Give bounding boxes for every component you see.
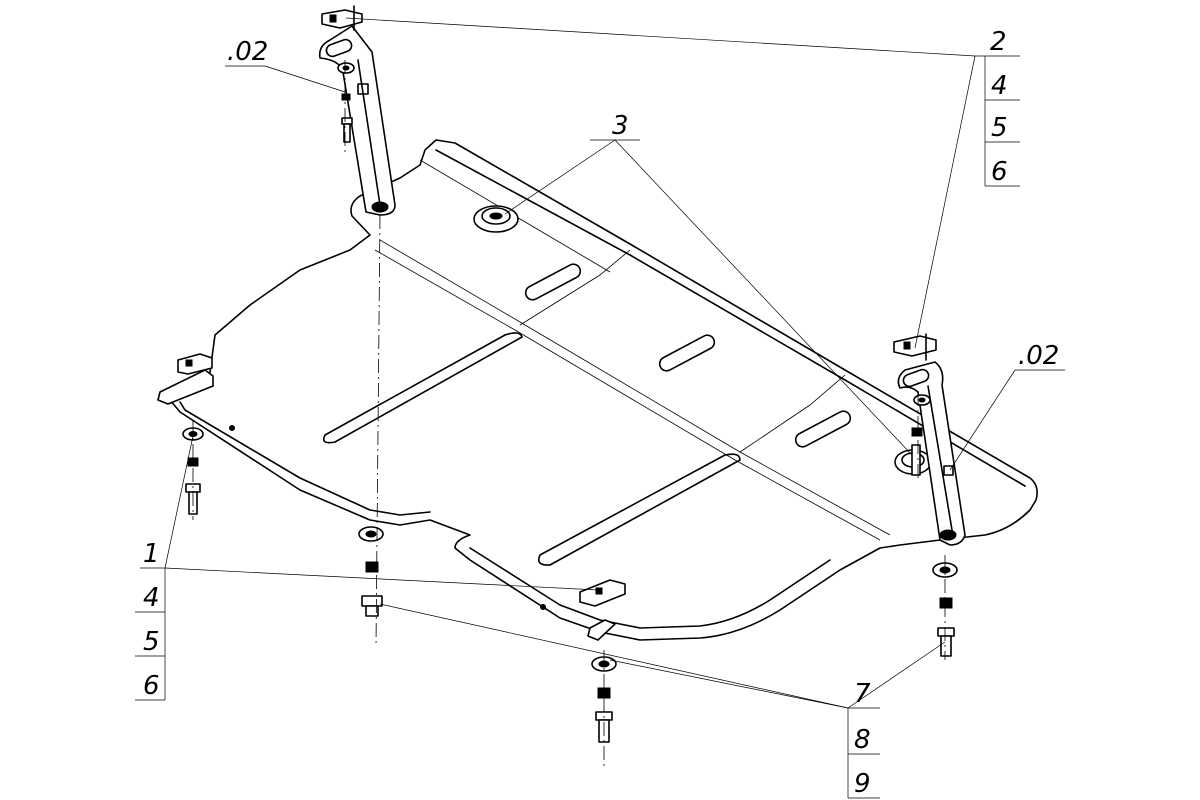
bracket-left xyxy=(318,5,396,216)
callout-7: 7 xyxy=(854,679,871,709)
fasteners-center-left xyxy=(358,526,384,617)
callout-table-bottom-right xyxy=(847,708,880,799)
fasteners-right xyxy=(932,562,958,657)
callout-4-bottom: 4 xyxy=(143,583,160,613)
callout-6-bottom: 6 xyxy=(143,671,160,701)
callout-2: 2 xyxy=(990,27,1007,57)
callout-1: 1 xyxy=(143,539,160,569)
callout-02-right: .02 xyxy=(1018,341,1059,371)
skid-plate xyxy=(169,139,1038,641)
callout-9: 9 xyxy=(854,769,871,799)
callout-5-top: 5 xyxy=(991,113,1008,143)
bracket-right xyxy=(893,333,966,546)
callout-4-top: 4 xyxy=(991,71,1008,101)
callout-table-bottom-left xyxy=(135,568,166,701)
callout-5-bottom: 5 xyxy=(143,627,160,657)
leader-lines xyxy=(140,17,1065,709)
clip-front-mid xyxy=(579,579,626,641)
callout-02-top: .02 xyxy=(227,37,268,67)
callout-6-top: 6 xyxy=(991,157,1008,187)
clip-front-left xyxy=(157,353,214,405)
callout-8: 8 xyxy=(854,725,871,755)
callout-3: 3 xyxy=(612,111,629,141)
callout-table-top-right xyxy=(984,56,1020,187)
fasteners-top-left xyxy=(337,62,355,143)
